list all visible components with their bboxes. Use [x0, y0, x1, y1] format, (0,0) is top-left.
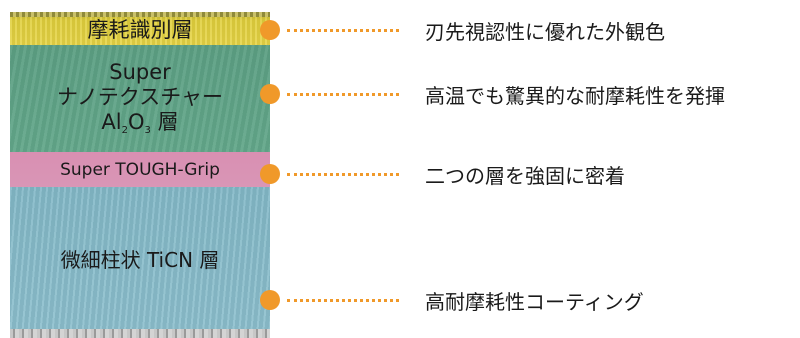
callout-text-3: 二つの層を強固に密着	[425, 164, 625, 188]
al2o3-layer: Super ナノテクスチャー Al2O3 層	[10, 45, 270, 152]
al2o3-label-line1: Super	[109, 60, 171, 84]
callout-text-2: 高温でも驚異的な耐摩耗性を発揮	[425, 84, 725, 108]
callout-leader-2	[287, 93, 399, 96]
callout-leader-1	[287, 29, 399, 32]
ticn-layer: 微細柱状 TiCN 層	[10, 187, 270, 329]
callout-text-4: 高耐摩耗性コーティング	[425, 290, 644, 314]
callout-dot-2	[260, 84, 280, 104]
grip-layer: Super TOUGH-Grip	[10, 152, 270, 187]
callout-dot-3	[260, 164, 280, 184]
al2o3-label-line3: Al2O3 層	[101, 110, 179, 136]
wear-indicator-label: 摩耗識別層	[87, 17, 193, 42]
callout-dot-1	[260, 20, 280, 40]
callout-dot-4	[260, 290, 280, 310]
ticn-label: 微細柱状 TiCN 層	[60, 247, 220, 272]
callout-leader-3	[287, 173, 399, 176]
al2o3-label-line2: ナノテクスチャー	[56, 85, 224, 109]
callout-leader-4	[287, 299, 399, 302]
coating-layer-stack: 摩耗識別層 Super ナノテクスチャー Al2O3 層 Super TOUGH…	[10, 12, 270, 338]
wear-indicator-layer: 摩耗識別層	[10, 12, 270, 45]
grip-label: Super TOUGH-Grip	[60, 159, 220, 180]
callout-text-1: 刃先視認性に優れた外観色	[425, 20, 665, 44]
substrate-base	[10, 329, 270, 338]
